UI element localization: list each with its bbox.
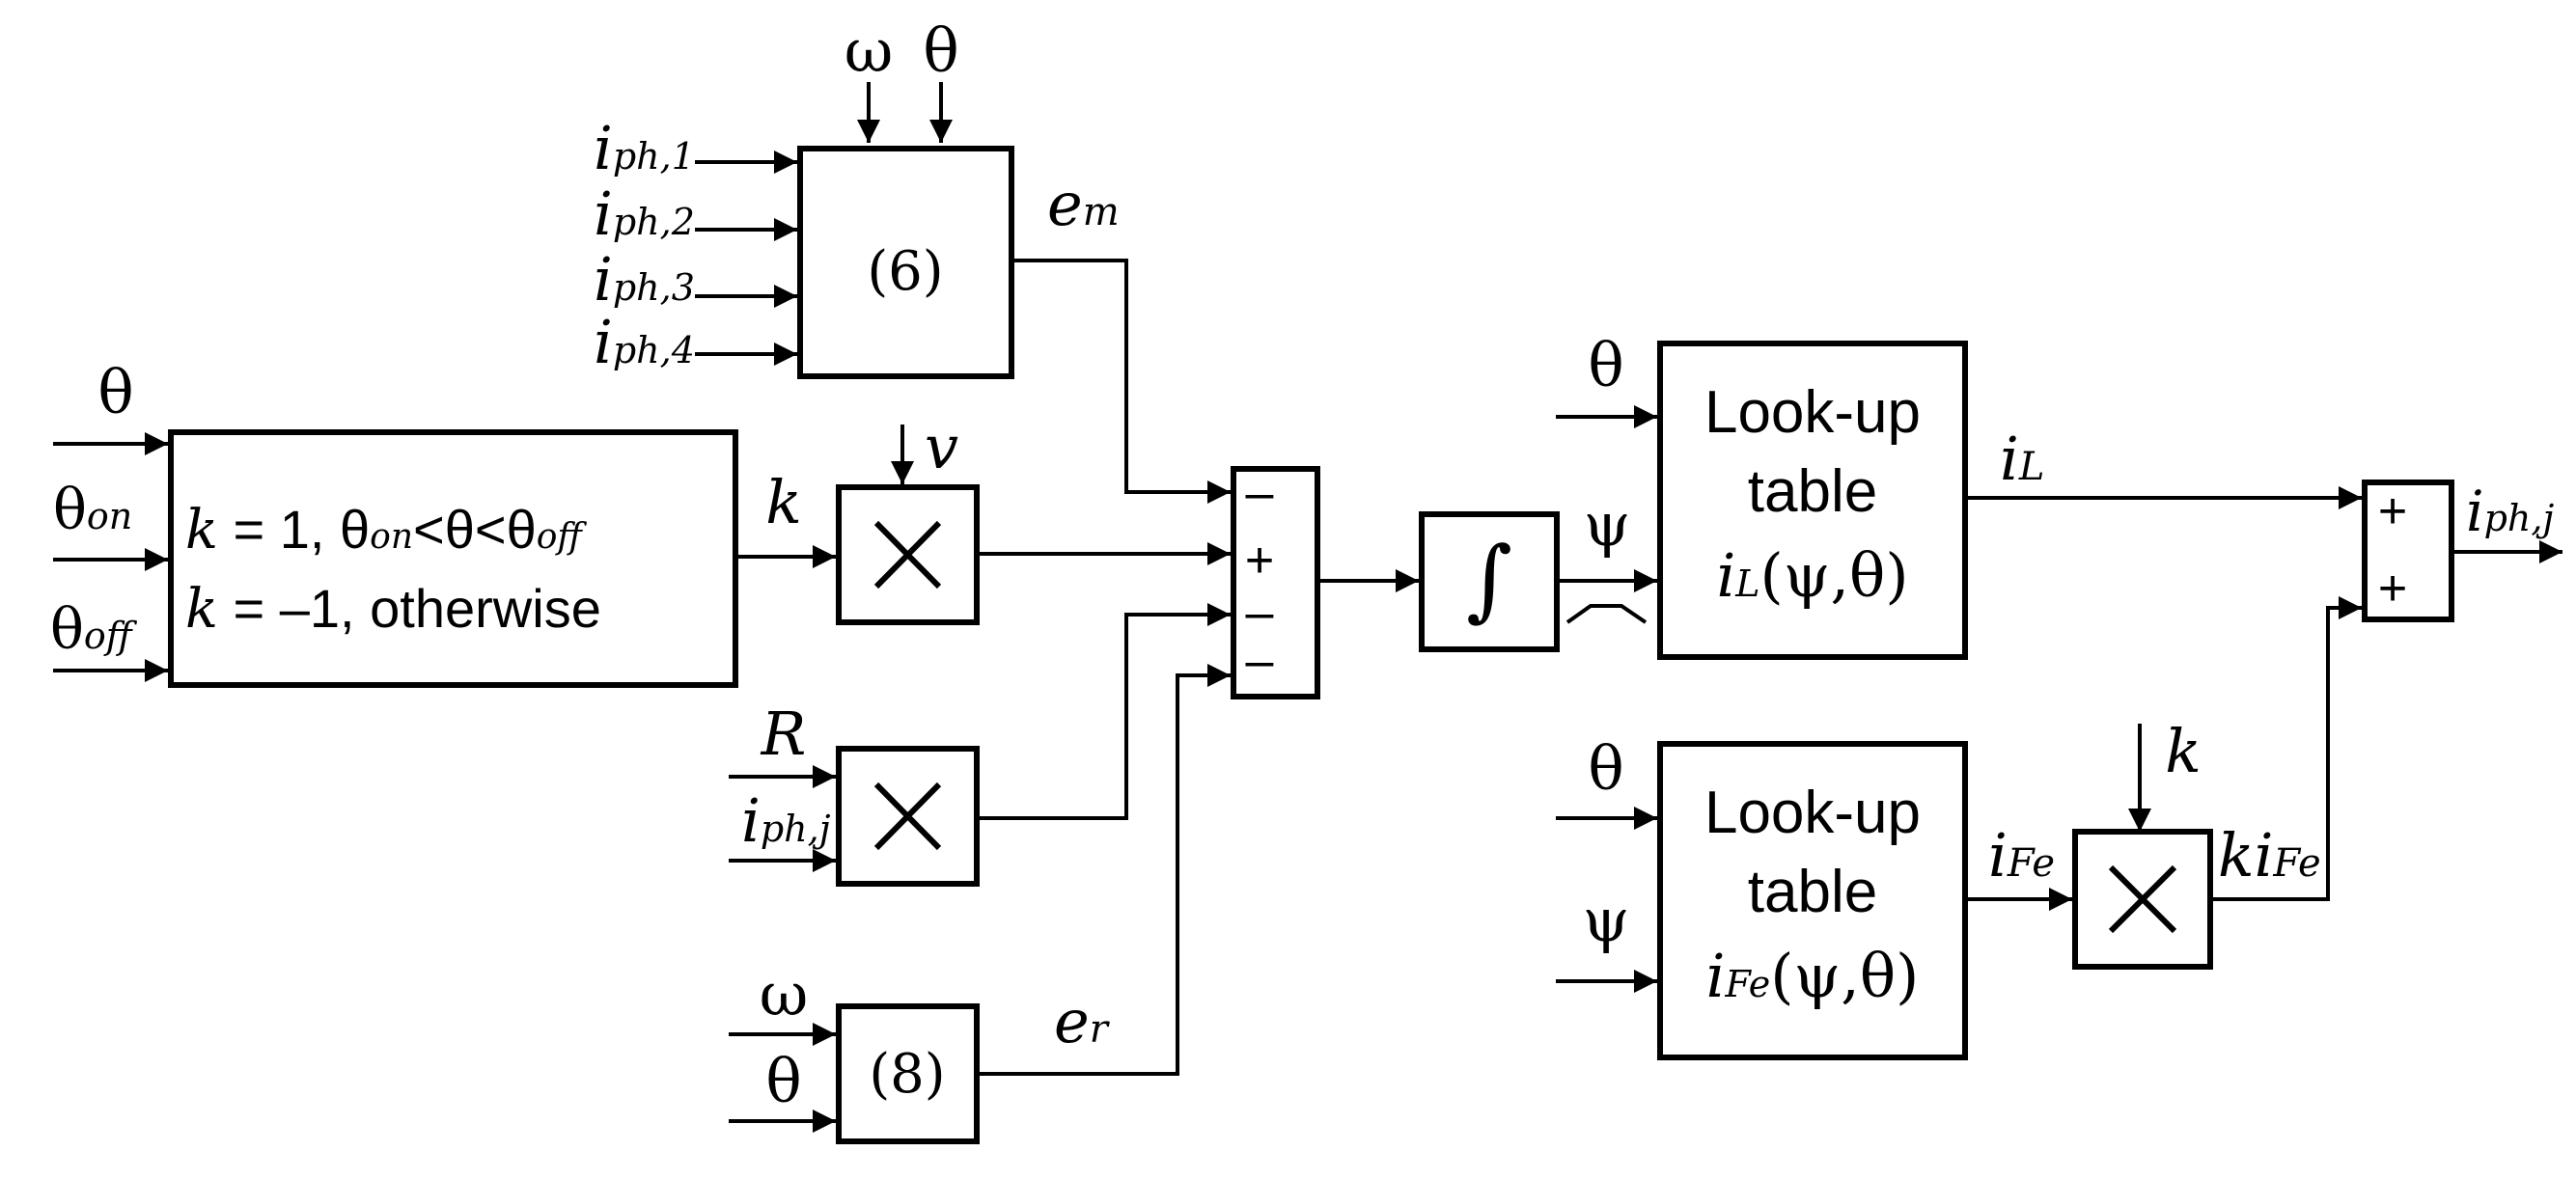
label-omega-6: ω bbox=[845, 15, 894, 86]
lookup-table-l-line1: Look-up bbox=[1704, 379, 1921, 446]
sum-sign-1: – bbox=[1246, 465, 1274, 521]
wire-kife bbox=[2210, 596, 2362, 901]
label-r: R bbox=[761, 699, 807, 769]
wires bbox=[53, 82, 2562, 1133]
integrator-box bbox=[1419, 511, 1560, 652]
lookup-table-fe: Look-up table iFe(ψ,θ) bbox=[1657, 741, 1968, 1060]
label-k-in: k bbox=[2165, 716, 2202, 786]
integrator-block: ∫ bbox=[1419, 511, 1560, 652]
label-k-out: k bbox=[765, 467, 802, 537]
integral-icon: ∫ bbox=[1466, 528, 1512, 631]
multiply-icon-stroke bbox=[873, 781, 942, 851]
multiplier-r-box bbox=[836, 746, 980, 887]
sum-sign-3: – bbox=[1246, 585, 1274, 641]
label-iph-out: iph,j bbox=[2466, 479, 2554, 544]
label-iph-j: iph,j bbox=[741, 785, 831, 856]
block-6-label: (6) bbox=[867, 240, 943, 303]
limiter-symbol bbox=[1565, 604, 1648, 624]
lookup-table-l: Look-up table iL(ψ,θ) bbox=[1657, 341, 1968, 660]
label-iph3: iph,3 bbox=[594, 244, 695, 315]
block-6: (6) bbox=[797, 146, 1014, 379]
label-omega-8: ω bbox=[760, 959, 809, 1029]
multiplier-r bbox=[836, 746, 980, 887]
label-theta-lutl: θ bbox=[1588, 330, 1623, 400]
final-sum-sign-1: + bbox=[2378, 483, 2407, 539]
label-er: er bbox=[1054, 986, 1111, 1056]
label-theta-lutfe: θ bbox=[1588, 733, 1623, 804]
block-8: (8) bbox=[836, 1003, 980, 1144]
switch-line-2: k = –1, otherwise bbox=[185, 578, 601, 641]
switch-line-1: k = 1, θon<θ<θoff bbox=[185, 499, 587, 562]
wire-er bbox=[977, 664, 1231, 1076]
label-theta-in: θ bbox=[97, 357, 133, 427]
sum-sign-4: – bbox=[1246, 633, 1274, 689]
multiply-icon-stroke bbox=[2108, 864, 2177, 934]
wire-riph bbox=[977, 603, 1231, 820]
final-sum-box bbox=[2362, 480, 2454, 622]
lookup-table-fe-line1: Look-up bbox=[1704, 780, 1921, 846]
wire-em bbox=[1011, 259, 1231, 504]
switch-block: k = 1, θon<θ<θoff k = –1, otherwise bbox=[168, 429, 738, 688]
multiplier-v bbox=[836, 484, 980, 625]
lookup-table-l-line2: table bbox=[1748, 458, 1877, 525]
lookup-table-fe-function: iFe(ψ,θ) bbox=[1706, 941, 1920, 1011]
block-8-label: (8) bbox=[869, 1043, 945, 1106]
multiplier-k bbox=[2072, 829, 2213, 970]
multiplier-v-box bbox=[836, 484, 980, 625]
final-sum-block: + + bbox=[2362, 480, 2454, 622]
label-theta-8: θ bbox=[765, 1046, 801, 1116]
label-kife: kiFe bbox=[2218, 820, 2321, 891]
label-iph4: iph,4 bbox=[594, 307, 695, 377]
label-psi: ψ bbox=[1584, 489, 1631, 560]
label-theta-6: θ bbox=[923, 15, 958, 86]
label-thetaon-in: θon bbox=[53, 477, 132, 542]
label-iph2: iph,2 bbox=[594, 178, 695, 249]
lookup-table-l-function: iL(ψ,θ) bbox=[1716, 540, 1908, 611]
sum-sign-2: + bbox=[1245, 533, 1274, 589]
label-il: iL bbox=[2000, 424, 2044, 494]
label-ife: iFe bbox=[1988, 820, 2055, 891]
multiplier-k-box bbox=[2072, 829, 2213, 970]
label-v: v bbox=[925, 412, 958, 482]
block-6-box bbox=[797, 146, 1014, 379]
block-8-box bbox=[836, 1003, 980, 1144]
switch-block-box bbox=[168, 429, 738, 688]
multiply-icon-stroke bbox=[873, 520, 942, 590]
label-psi-lutfe: ψ bbox=[1583, 885, 1630, 955]
sum-block: – + – – bbox=[1231, 465, 1320, 699]
label-iph1: iph,1 bbox=[594, 113, 695, 183]
signal-labels: iph,1 iph,2 iph,3 iph,4 ω θ em θ θon θof… bbox=[50, 15, 2554, 1116]
lookup-table-fe-line2: table bbox=[1748, 859, 1877, 925]
final-sum-sign-2: + bbox=[2378, 561, 2407, 617]
label-em: em bbox=[1047, 169, 1120, 239]
label-thetaoff-in: θoff bbox=[50, 596, 138, 662]
sum-block-box bbox=[1231, 466, 1320, 699]
lookup-table-l-box bbox=[1657, 341, 1968, 660]
lookup-table-fe-box bbox=[1657, 741, 1968, 1060]
